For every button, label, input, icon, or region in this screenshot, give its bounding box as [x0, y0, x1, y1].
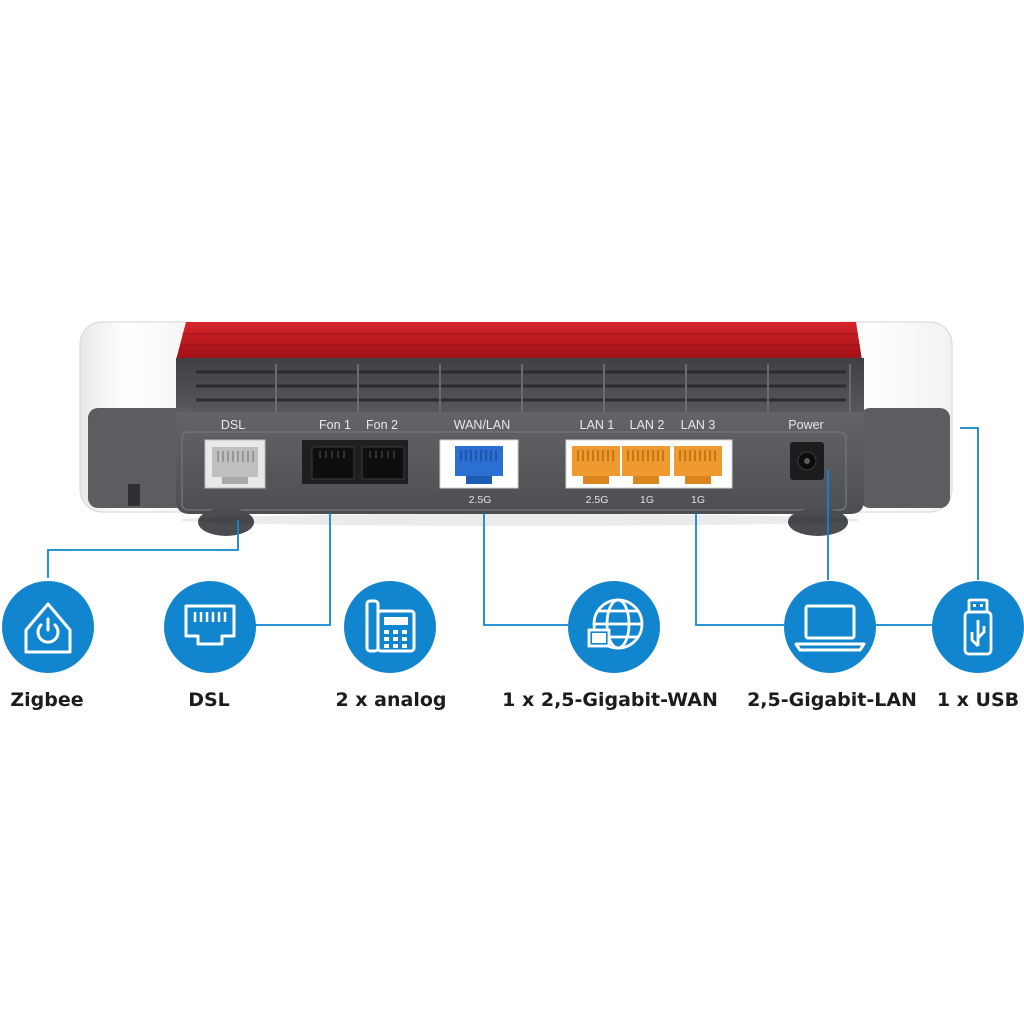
usb-stick-icon	[963, 598, 993, 656]
port-label-dsl: DSL	[221, 418, 245, 432]
feature-labels: Zigbee DSL 2 x analog 1 x 2,5-Gigabit-WA…	[10, 689, 1019, 711]
connector-usb	[960, 427, 979, 580]
router-left-foot-block	[88, 408, 196, 508]
speed-label-lan2: 1G	[640, 494, 654, 506]
speed-label-wan: 2.5G	[469, 494, 492, 506]
power-port	[790, 442, 824, 480]
feature-label-lan: 2,5-Gigabit-LAN	[747, 689, 917, 711]
feature-lan	[784, 581, 876, 673]
port-label-power: Power	[788, 418, 823, 432]
lan-jack-1	[572, 446, 620, 484]
port-label-fon1: Fon 1	[319, 418, 351, 432]
laptop-icon	[794, 604, 866, 652]
feature-label-analog: 2 x analog	[335, 689, 446, 711]
feature-zigbee	[2, 581, 94, 673]
router-foot-right	[788, 508, 848, 536]
speed-label-lan3: 1G	[691, 494, 705, 506]
wan-port	[439, 439, 519, 489]
connector-wan	[483, 513, 568, 626]
feature-icons	[2, 581, 1024, 673]
feature-usb	[932, 581, 1024, 673]
router: DSL Fon 1 Fon 2 WAN/LAN LAN 1 LAN 2 LAN …	[79, 321, 953, 536]
port-label-wan-lan: WAN/LAN	[454, 418, 511, 432]
feature-label-zigbee: Zigbee	[10, 689, 83, 711]
router-vents	[176, 358, 864, 420]
feature-wan	[568, 581, 660, 673]
lan-jack-2	[622, 446, 670, 484]
feature-label-dsl: DSL	[188, 689, 230, 711]
port-label-lan2: LAN 2	[630, 418, 665, 432]
feature-analog	[344, 581, 436, 673]
port-label-lan1: LAN 1	[580, 418, 615, 432]
fon-ports	[302, 440, 408, 484]
connector-lines	[47, 427, 979, 626]
connector-lan	[695, 513, 784, 626]
port-label-fon2: Fon 2	[366, 418, 398, 432]
feature-dsl	[164, 581, 256, 673]
globe-network-icon	[587, 598, 644, 650]
router-foot-left	[198, 508, 254, 536]
router-port-panel	[176, 412, 864, 514]
router-cable-hook	[128, 484, 140, 506]
speed-label-lan1: 2.5G	[586, 494, 609, 506]
feature-label-wan: 1 x 2,5-Gigabit-WAN	[502, 689, 718, 711]
connector-zigbee	[47, 520, 239, 578]
router-red-cover	[176, 322, 862, 360]
connector-dsl	[250, 513, 331, 626]
lan-ports	[565, 439, 733, 489]
port-label-lan3: LAN 3	[681, 418, 716, 432]
dsl-port	[204, 439, 266, 489]
feature-label-usb: 1 x USB	[937, 689, 1019, 711]
router-right-foot-block	[860, 408, 950, 508]
smart-home-power-icon	[24, 602, 72, 654]
desk-phone-icon	[365, 599, 416, 653]
lan-jack-3	[674, 446, 722, 484]
ethernet-port-icon	[184, 604, 236, 646]
